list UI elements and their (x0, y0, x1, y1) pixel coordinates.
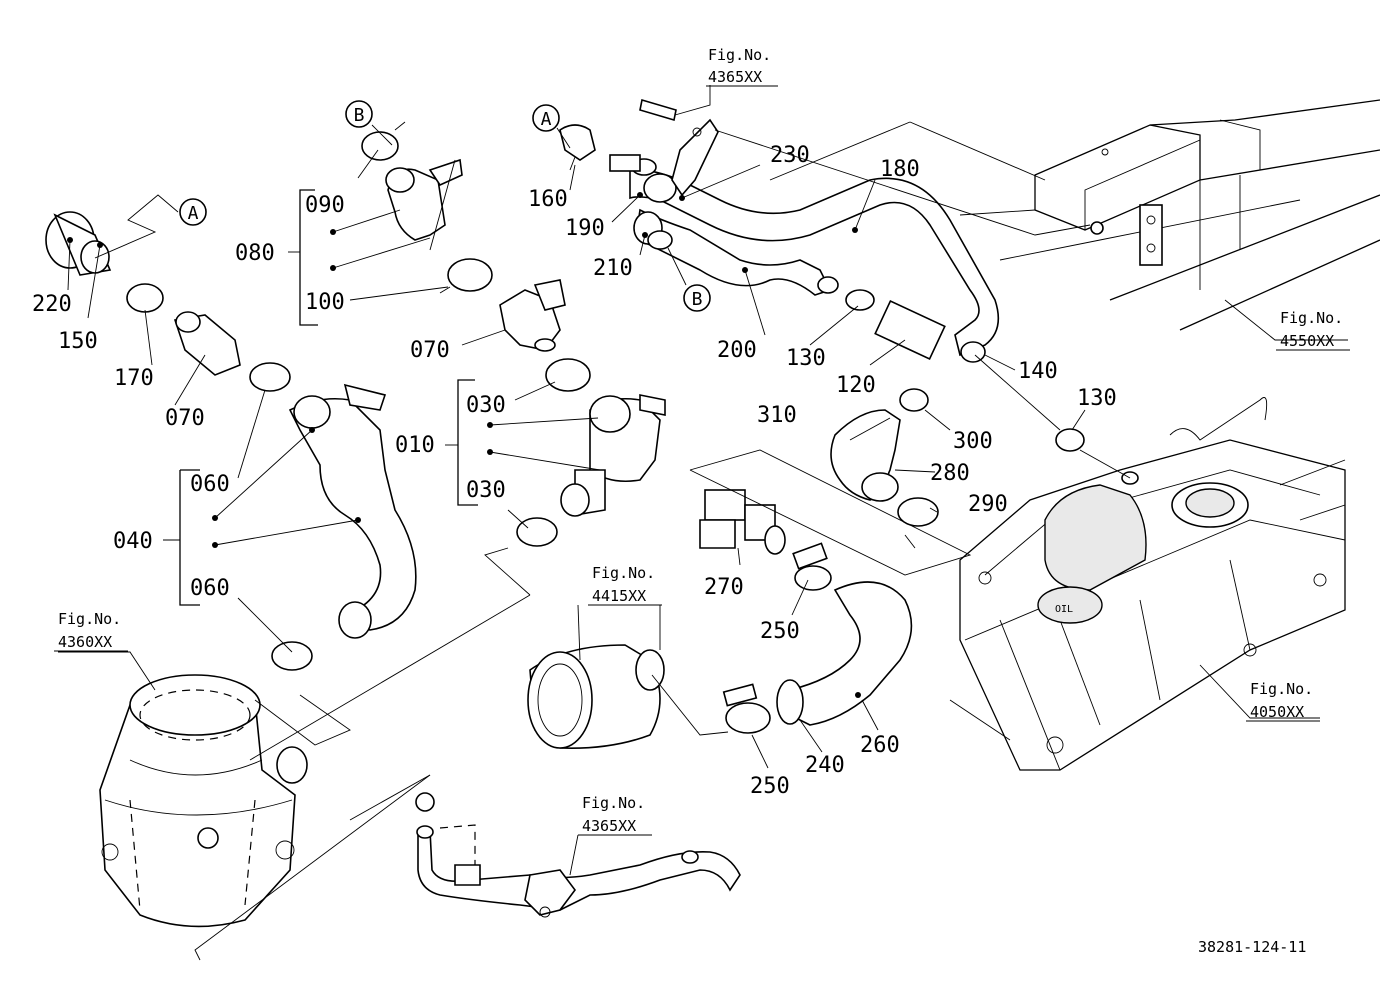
fig-number: 4550XX (1280, 332, 1334, 350)
part-label-210: 210 (593, 256, 633, 281)
frame-drawing (959, 99, 1380, 331)
part-label-060-top: 060 (190, 472, 230, 497)
fig-caption: Fig.No. (1250, 680, 1313, 698)
callout-letter: A (188, 203, 199, 224)
part-label-200: 200 (717, 338, 757, 363)
leader-dots (67, 192, 861, 698)
part-label-120: 120 (836, 373, 876, 398)
part-label-100: 100 (305, 290, 345, 315)
part-label-240: 240 (805, 753, 845, 778)
part-label-230: 230 (770, 143, 810, 168)
part-label-040: 040 (113, 529, 153, 554)
part-label-160: 160 (528, 187, 568, 212)
part-label-140: 140 (1018, 359, 1058, 384)
fig-caption: Fig.No. (58, 610, 121, 628)
part-number-labels: 010 030 030 040 060 060 070 070 080 090 … (32, 143, 1117, 799)
elbow-010-group (516, 394, 666, 547)
callout-b-right: B (683, 284, 711, 312)
callout-a-right: A (532, 104, 560, 132)
part-label-030-top: 030 (466, 393, 506, 418)
leader-lines (58, 85, 1348, 961)
fig-number: 4365XX (582, 817, 636, 835)
fig-caption: Fig.No. (592, 564, 655, 582)
pump-housing-drawing (99, 674, 308, 928)
hose-040-group (45, 211, 417, 671)
figure-reference-4550: Fig.No. 4550XX (1276, 309, 1350, 351)
svg-text:OIL: OIL (1055, 604, 1073, 615)
fig-number: 4050XX (1250, 703, 1304, 721)
fig-caption: Fig.No. (1280, 309, 1343, 327)
part-label-080: 080 (235, 241, 275, 266)
callout-letter: B (354, 105, 365, 126)
figure-reference-4415: Fig.No. 4415XX (588, 564, 662, 606)
callout-letter: B (692, 289, 703, 310)
part-label-290: 290 (968, 492, 1008, 517)
part-label-130-right: 130 (1077, 386, 1117, 411)
figure-reference-4360: Fig.No. 4360XX (54, 610, 128, 652)
callout-letter: A (541, 109, 552, 130)
part-label-270: 270 (704, 575, 744, 600)
figure-reference-4365-top: Fig.No. 4365XX (706, 46, 778, 87)
part-label-090: 090 (305, 193, 345, 218)
figure-reference-4365-bottom: Fig.No. 4365XX (578, 794, 652, 836)
part-label-070-middle: 070 (410, 338, 450, 363)
part-label-310: 310 (757, 403, 797, 428)
fig-number: 4365XX (708, 68, 762, 86)
part-label-180: 180 (880, 157, 920, 182)
part-label-220: 220 (32, 292, 72, 317)
figure-reference-4050: Fig.No. 4050XX (1246, 680, 1320, 722)
lower-return-pipe (415, 792, 741, 918)
part-label-070-left: 070 (165, 406, 205, 431)
part-label-190: 190 (565, 216, 605, 241)
part-label-250-top: 250 (760, 619, 800, 644)
part-label-010: 010 (395, 433, 435, 458)
part-label-130-top: 130 (786, 346, 826, 371)
tee-and-hose-group (699, 489, 913, 734)
callout-a-left: A (179, 198, 207, 226)
part-label-060-bottom: 060 (190, 576, 230, 601)
fig-caption: Fig.No. (708, 46, 771, 64)
fig-number: 4415XX (592, 587, 646, 605)
part-label-150: 150 (58, 329, 98, 354)
fig-caption: Fig.No. (582, 794, 645, 812)
part-label-300: 300 (953, 429, 993, 454)
part-label-170: 170 (114, 366, 154, 391)
callout-b-top: B (345, 100, 373, 128)
fig-number: 4360XX (58, 633, 112, 651)
part-label-030-bottom: 030 (466, 478, 506, 503)
part-label-260: 260 (860, 733, 900, 758)
coolant-pipes (559, 98, 1000, 363)
part-label-250-bottom: 250 (750, 774, 790, 799)
drawing-number: 38281-124-11 (1198, 938, 1306, 956)
elbow-hose-group (830, 388, 1139, 549)
muffler-drawing (527, 644, 665, 750)
engine-block-drawing: OIL (949, 397, 1346, 771)
part-label-280: 280 (930, 461, 970, 486)
thermostat-group (361, 121, 591, 392)
